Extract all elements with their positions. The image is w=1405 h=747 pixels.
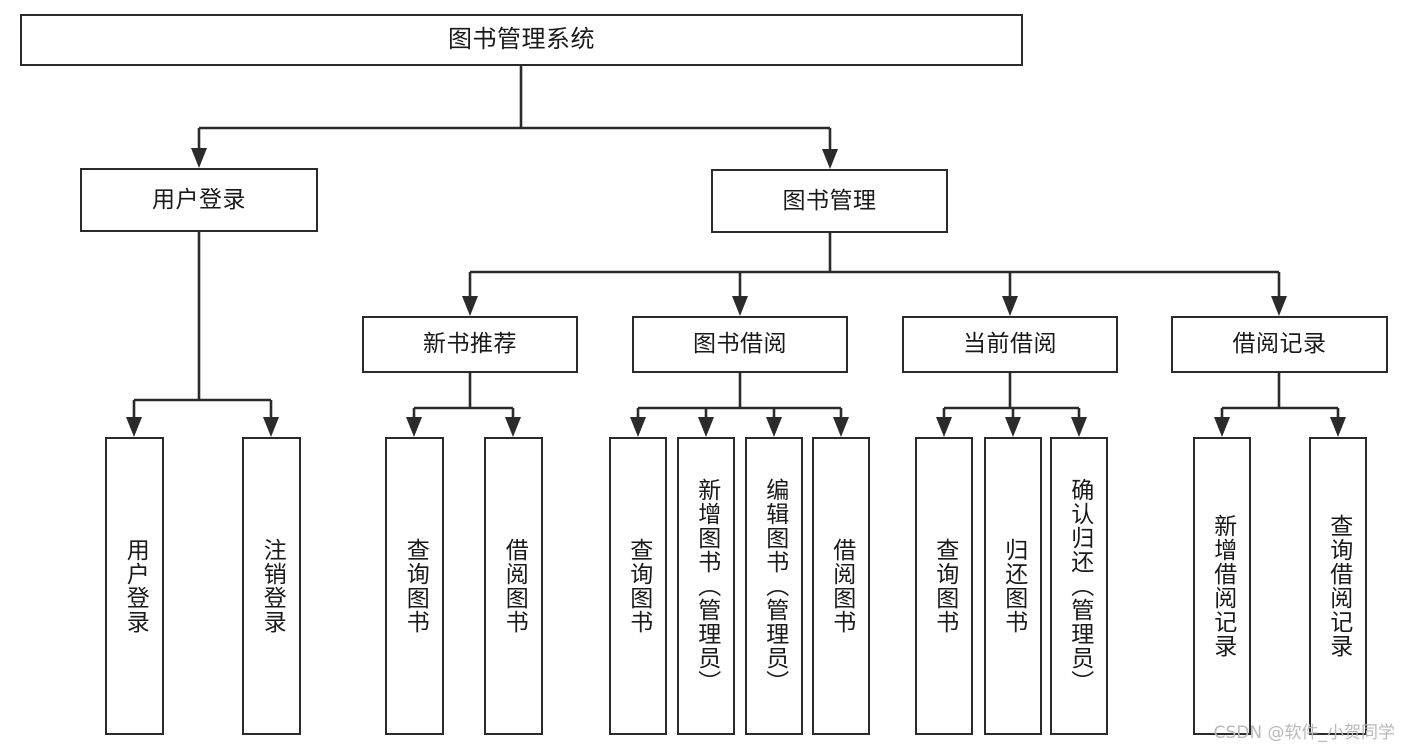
node-leaf-user-login[interactable]: 用户登录 <box>105 437 164 735</box>
node-leaf-add-book[interactable]: 新增图书（管理员） <box>677 437 735 735</box>
node-borrow-record[interactable]: 借阅记录 <box>1171 316 1388 373</box>
node-label: 查询图书 <box>625 538 652 634</box>
node-leaf-confirm-return[interactable]: 确认归还（管理员） <box>1050 437 1108 735</box>
node-leaf-add-record[interactable]: 新增借阅记录 <box>1193 437 1251 735</box>
node-label: 借阅图书 <box>501 538 528 634</box>
node-new-book-recommend[interactable]: 新书推荐 <box>362 316 578 373</box>
node-label: 新增图书（管理员） <box>693 478 720 694</box>
node-label: 图书管理 <box>782 187 877 214</box>
node-book-management[interactable]: 图书管理 <box>711 169 948 233</box>
node-label: 借阅图书 <box>828 538 855 634</box>
node-leaf-logout-login[interactable]: 注销登录 <box>242 437 301 735</box>
node-label: 注销登录 <box>259 538 286 634</box>
node-leaf-query-book-1[interactable]: 查询图书 <box>385 437 444 735</box>
node-label: 用户登录 <box>122 538 149 634</box>
node-leaf-query-book-2[interactable]: 查询图书 <box>609 437 667 735</box>
node-label: 确认归还（管理员） <box>1066 478 1093 694</box>
node-label: 新书推荐 <box>423 331 517 358</box>
node-label: 查询图书 <box>931 538 958 634</box>
node-label: 当前借阅 <box>963 331 1057 358</box>
node-leaf-return-book[interactable]: 归还图书 <box>984 437 1042 735</box>
node-current-borrow[interactable]: 当前借阅 <box>902 316 1118 373</box>
watermark-text: CSDN @软件_小贺同学 <box>1213 723 1395 743</box>
node-label: 编辑图书（管理员） <box>761 478 788 694</box>
node-leaf-edit-book[interactable]: 编辑图书（管理员） <box>745 437 803 735</box>
node-label: 借阅记录 <box>1232 331 1327 358</box>
node-leaf-query-record[interactable]: 查询借阅记录 <box>1309 437 1367 735</box>
node-label: 用户登录 <box>152 186 246 213</box>
node-root-system[interactable]: 图书管理系统 <box>20 14 1023 66</box>
node-label: 查询图书 <box>402 538 429 634</box>
node-user-login[interactable]: 用户登录 <box>80 168 318 232</box>
node-leaf-borrow-book-2[interactable]: 借阅图书 <box>812 437 870 735</box>
node-label: 图书借阅 <box>693 331 787 358</box>
node-label: 查询借阅记录 <box>1325 514 1352 658</box>
node-label: 图书管理系统 <box>448 25 595 54</box>
node-label: 归还图书 <box>1000 538 1027 634</box>
node-leaf-borrow-book-1[interactable]: 借阅图书 <box>484 437 543 735</box>
node-label: 新增借阅记录 <box>1209 514 1236 658</box>
node-leaf-query-book-3[interactable]: 查询图书 <box>915 437 973 735</box>
node-book-borrow[interactable]: 图书借阅 <box>632 316 848 373</box>
